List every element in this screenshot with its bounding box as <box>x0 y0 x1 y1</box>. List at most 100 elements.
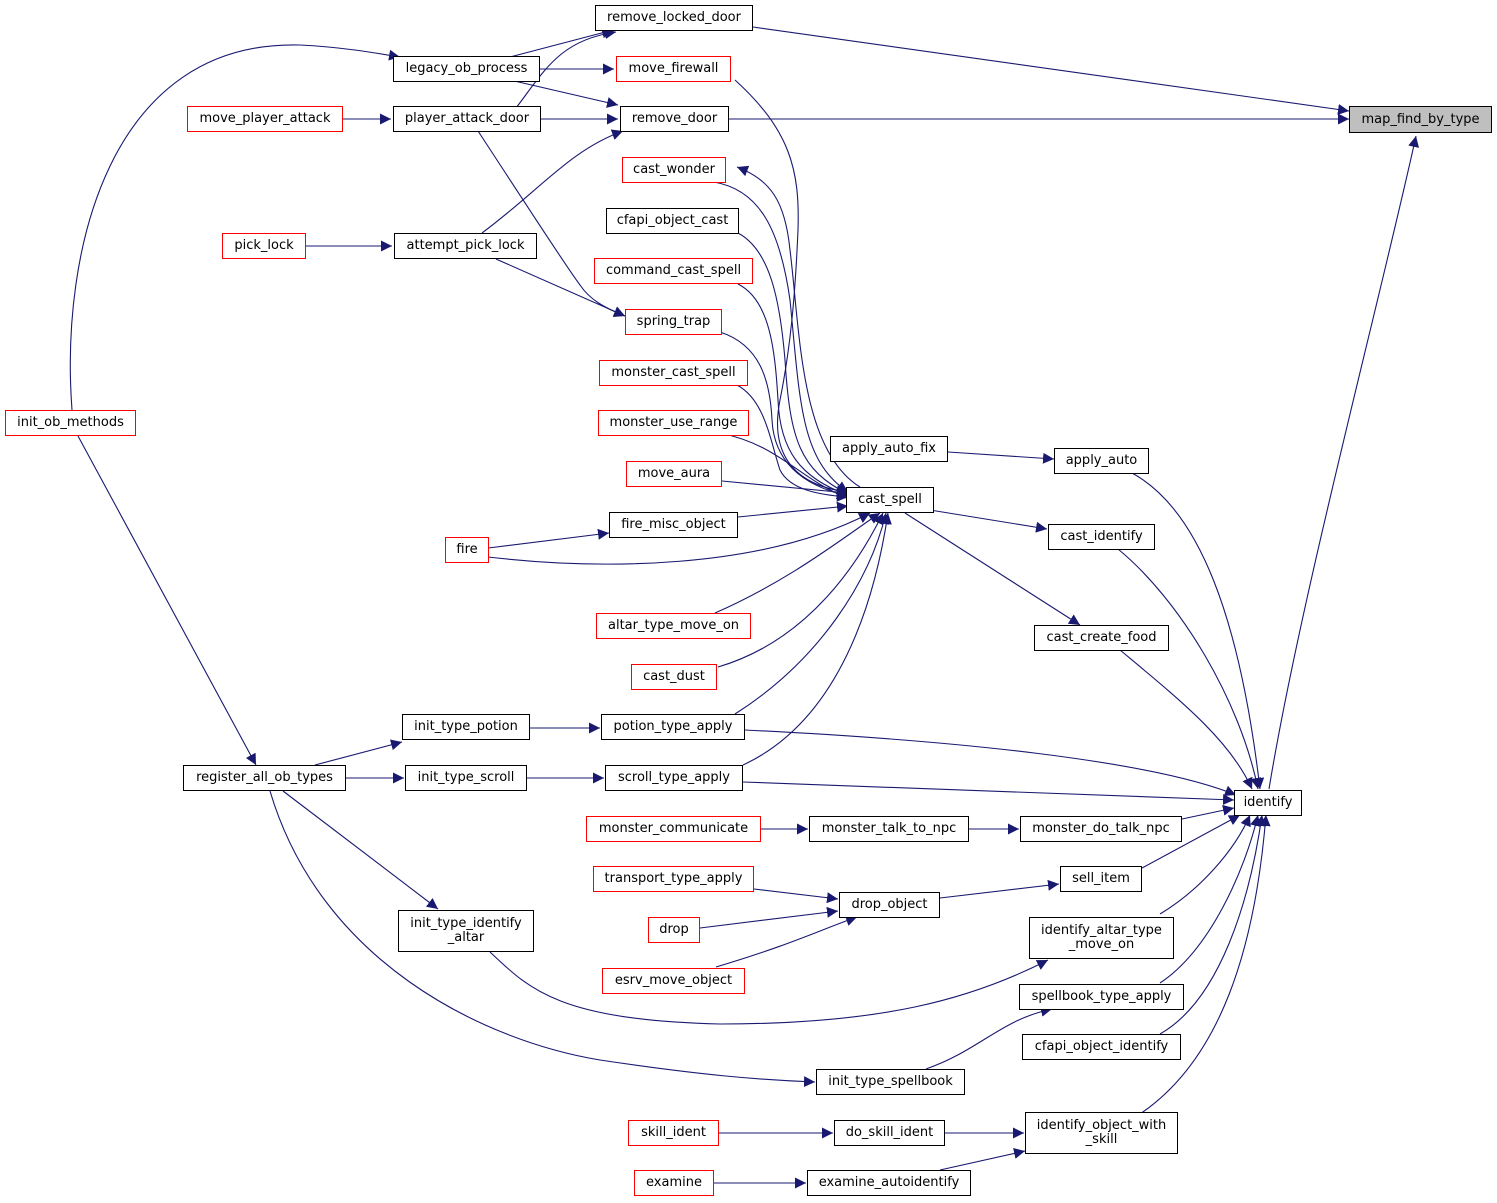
edge-scroll_type_apply-cast_spell <box>742 512 892 766</box>
edge-identify_altar_type_move_on-identify <box>1159 814 1251 915</box>
node-move_firewall[interactable]: move_firewall <box>616 56 731 82</box>
node-identify_altar_type_move_on[interactable]: identify_altar_type _move_on <box>1029 917 1174 959</box>
node-monster_communicate[interactable]: monster_communicate <box>586 816 761 842</box>
node-init_type_spellbook[interactable]: init_type_spellbook <box>816 1069 965 1095</box>
edge-examine_autoidentify-identify_object_with_skill <box>939 1148 1026 1171</box>
node-monster_do_talk_npc[interactable]: monster_do_talk_npc <box>1020 816 1182 842</box>
node-fire[interactable]: fire <box>445 537 489 563</box>
node-identify[interactable]: identify <box>1234 790 1302 816</box>
node-do_skill_ident[interactable]: do_skill_ident <box>834 1120 945 1146</box>
node-examine_autoidentify[interactable]: examine_autoidentify <box>807 1170 971 1196</box>
node-cast_wonder[interactable]: cast_wonder <box>622 157 726 183</box>
edge-legacy_ob_process-remove_locked_door <box>509 27 614 58</box>
edge-cast_dust-cast_spell <box>717 512 884 668</box>
node-apply_auto_fix[interactable]: apply_auto_fix <box>830 436 948 462</box>
edge-monster_do_talk_npc-identify <box>1181 804 1235 820</box>
edge-altar_type_move_on-cast_spell <box>714 512 881 614</box>
edge-cfapi_object_identify-identify <box>1159 814 1266 1035</box>
edge-drop-drop_object <box>699 906 839 929</box>
edge-move_firewall-cast_spell <box>734 79 849 497</box>
node-fire_misc_object[interactable]: fire_misc_object <box>609 512 738 538</box>
node-init_type_identify_altar[interactable]: init_type_identify _altar <box>398 910 534 952</box>
edge-cfapi_object_cast-cast_spell <box>737 232 849 495</box>
node-cast_create_food[interactable]: cast_create_food <box>1034 625 1169 651</box>
edge-player_attack_door-remove_locked_door <box>515 28 617 109</box>
edge-apply_auto-identify <box>1131 472 1265 790</box>
edge-cast_spell-cast_wonder <box>736 165 861 488</box>
node-identify_object_with_skill[interactable]: identify_object_with _skill <box>1025 1112 1178 1154</box>
edge-player_attack_door-spring_trap <box>477 130 626 318</box>
edge-remove_locked_door-map_find_by_type <box>752 26 1350 115</box>
node-cfapi_object_cast[interactable]: cfapi_object_cast <box>606 208 739 234</box>
node-transport_type_apply[interactable]: transport_type_apply <box>593 866 754 892</box>
edge-init_type_spellbook-spellbook_type_apply <box>925 1005 1053 1070</box>
node-drop_object[interactable]: drop_object <box>839 892 940 918</box>
node-apply_auto[interactable]: apply_auto <box>1054 448 1149 474</box>
edge-cast_spell-cast_create_food <box>904 512 1081 626</box>
edge-transport_type_apply-drop_object <box>753 888 839 904</box>
node-remove_door[interactable]: remove_door <box>620 106 729 132</box>
node-map_find_by_type[interactable]: map_find_by_type <box>1349 106 1492 133</box>
node-sell_item[interactable]: sell_item <box>1060 866 1142 892</box>
edge-monster_cast_spell-cast_spell <box>736 384 849 502</box>
node-init_ob_methods[interactable]: init_ob_methods <box>5 410 136 436</box>
edge-command_cast_spell-cast_spell <box>737 283 849 497</box>
edge-cast_create_food-identify <box>1119 649 1253 790</box>
edge-sell_item-identify <box>1141 814 1241 869</box>
node-pick_lock[interactable]: pick_lock <box>222 233 306 259</box>
edge-esrv_move_object-drop_object <box>715 915 858 968</box>
node-attempt_pick_lock[interactable]: attempt_pick_lock <box>394 233 537 259</box>
edge-fire-cast_spell <box>487 512 871 565</box>
edge-spellbook_type_apply-identify <box>1159 814 1261 984</box>
edge-init_ob_methods-register_all_ob_types <box>77 435 257 766</box>
edge-cast_wonder-cast_spell <box>713 181 849 493</box>
edge-scroll_type_apply-identify <box>742 781 1235 806</box>
node-register_all_ob_types[interactable]: register_all_ob_types <box>183 765 346 791</box>
node-skill_ident[interactable]: skill_ident <box>628 1120 719 1146</box>
node-scroll_type_apply[interactable]: scroll_type_apply <box>605 765 743 791</box>
edge-apply_auto_fix-apply_auto <box>947 451 1055 464</box>
node-cast_identify[interactable]: cast_identify <box>1048 524 1155 550</box>
edge-spring_trap-cast_spell <box>719 331 849 499</box>
edge-potion_type_apply-cast_spell <box>734 512 889 715</box>
node-init_type_scroll[interactable]: init_type_scroll <box>405 765 527 791</box>
node-drop[interactable]: drop <box>648 917 700 943</box>
edge-register_all_ob_types-init_type_identify_altar <box>282 790 439 910</box>
node-monster_cast_spell[interactable]: monster_cast_spell <box>599 360 748 386</box>
edge-cast_spell-cast_identify <box>929 509 1048 533</box>
edge-fire_misc_object-cast_spell <box>737 501 849 518</box>
node-monster_use_range[interactable]: monster_use_range <box>598 410 749 436</box>
edge-legacy_ob_process-remove_door <box>509 79 619 108</box>
node-spellbook_type_apply[interactable]: spellbook_type_apply <box>1019 984 1184 1010</box>
node-cast_dust[interactable]: cast_dust <box>631 664 717 690</box>
node-move_player_attack[interactable]: move_player_attack <box>187 106 343 132</box>
node-cast_spell[interactable]: cast_spell <box>846 487 934 513</box>
edge-identify-map_find_by_type <box>1268 135 1420 790</box>
node-move_aura[interactable]: move_aura <box>626 461 722 487</box>
edge-init_ob_methods-legacy_ob_process <box>69 44 401 411</box>
node-init_type_potion[interactable]: init_type_potion <box>402 714 530 740</box>
edge-attempt_pick_lock-spring_trap <box>495 258 626 317</box>
edge-drop_object-sell_item <box>939 879 1060 899</box>
edge-move_aura-cast_spell <box>721 480 849 498</box>
node-remove_locked_door[interactable]: remove_locked_door <box>595 5 753 31</box>
node-player_attack_door[interactable]: player_attack_door <box>393 106 541 132</box>
node-spring_trap[interactable]: spring_trap <box>625 309 722 335</box>
node-altar_type_move_on[interactable]: altar_type_move_on <box>596 613 751 639</box>
edge-cast_identify-identify <box>1117 548 1262 790</box>
edge-fire-fire_misc_object <box>487 528 610 549</box>
node-legacy_ob_process[interactable]: legacy_ob_process <box>393 56 540 82</box>
node-command_cast_spell[interactable]: command_cast_spell <box>594 258 753 284</box>
node-examine[interactable]: examine <box>634 1170 714 1196</box>
node-esrv_move_object[interactable]: esrv_move_object <box>602 968 745 994</box>
edge-init_type_identify_altar-identify_altar_type_move_on <box>489 951 1049 1025</box>
node-monster_talk_to_npc[interactable]: monster_talk_to_npc <box>809 816 969 842</box>
edge-register_all_ob_types-init_type_spellbook <box>269 790 816 1088</box>
node-potion_type_apply[interactable]: potion_type_apply <box>601 714 745 740</box>
edge-attempt_pick_lock-remove_door <box>481 129 624 234</box>
edge-potion_type_apply-identify <box>744 729 1237 796</box>
node-cfapi_object_identify[interactable]: cfapi_object_identify <box>1022 1034 1181 1060</box>
edge-register_all_ob_types-init_type_potion <box>314 739 403 766</box>
edge-identify_object_with_skill-identify <box>1139 814 1271 1115</box>
